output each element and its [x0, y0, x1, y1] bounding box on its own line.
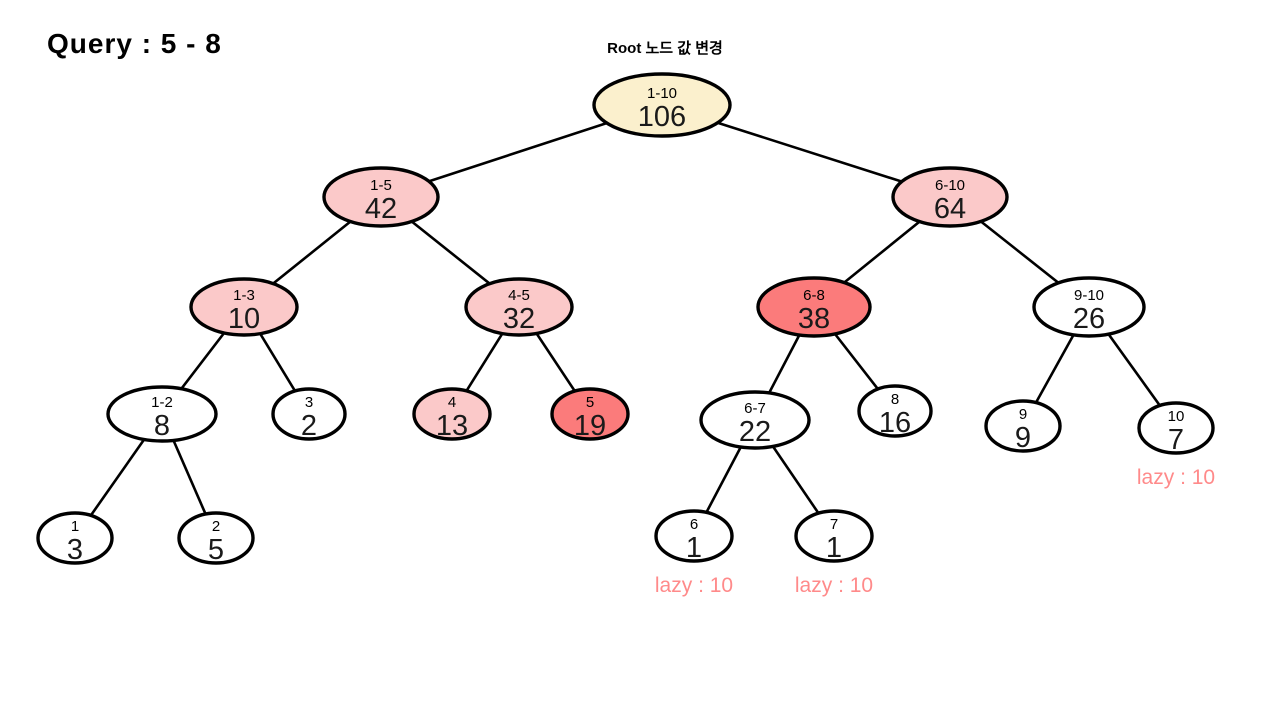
node-ellipse: [550, 387, 630, 441]
node-ellipse: [1137, 401, 1215, 455]
node-value: 1: [826, 532, 842, 564]
tree-node-8: 816: [857, 384, 933, 439]
node-value: 10: [228, 303, 260, 335]
node-ellipse: [271, 387, 347, 441]
node-ellipse: [36, 511, 114, 565]
node-ellipse: [106, 385, 218, 443]
tree-node-3: 32: [271, 387, 347, 442]
node-ellipse: [794, 509, 874, 563]
node-ellipse: [756, 276, 872, 338]
node-value: 5: [208, 534, 224, 566]
tree-node-9: 99: [984, 399, 1062, 454]
node-range-label: 1-10: [647, 85, 677, 102]
tree-node-1-3: 1-310: [189, 277, 299, 337]
node-ellipse: [654, 509, 734, 563]
node-ellipse: [592, 72, 732, 138]
tree-node-7: 71 lazy : 10: [794, 509, 874, 597]
node-value: 22: [739, 416, 771, 448]
node-ellipse: [857, 384, 933, 438]
tree-node-6-8: 6-838: [756, 276, 872, 338]
node-ellipse: [412, 387, 492, 441]
node-value: 1: [686, 532, 702, 564]
node-value: 16: [879, 407, 911, 439]
node-range-label: 6-8: [803, 287, 825, 304]
node-ellipse: [322, 166, 440, 228]
node-value: 7: [1168, 424, 1184, 456]
tree-node-2: 25: [177, 511, 255, 566]
lazy-value-label: lazy : 10: [1137, 466, 1215, 489]
node-value: 9: [1015, 422, 1031, 454]
diagram-title: Root 노드 값 변경: [607, 40, 723, 57]
node-value: 8: [154, 410, 170, 442]
node-value: 26: [1073, 303, 1105, 335]
node-range-label: 7: [830, 516, 838, 533]
node-range-label: 1: [71, 518, 79, 535]
node-value: 3: [67, 534, 83, 566]
node-ellipse: [984, 399, 1062, 453]
query-range-label: Query : 5 - 8: [47, 28, 222, 59]
node-ellipse: [177, 511, 255, 565]
node-ellipse: [1032, 276, 1146, 338]
node-value: 13: [436, 410, 468, 442]
node-ellipse: [464, 277, 574, 337]
node-range-label: 5: [586, 394, 594, 411]
node-range-label: 6: [690, 516, 698, 533]
node-range-label: 4: [448, 394, 456, 411]
node-range-label: 6-7: [744, 400, 766, 417]
tree-node-10: 107 lazy : 10: [1137, 401, 1215, 489]
node-value: 64: [934, 193, 966, 225]
node-value: 32: [503, 303, 535, 335]
node-range-label: 2: [212, 518, 220, 535]
node-range-label: 6-10: [935, 177, 965, 194]
node-ellipse: [891, 166, 1009, 228]
tree-node-5: 519: [550, 387, 630, 442]
node-range-label: 1-5: [370, 177, 392, 194]
node-value: 42: [365, 193, 397, 225]
node-range-label: 3: [305, 394, 313, 411]
node-value: 38: [798, 303, 830, 335]
node-value: 106: [638, 101, 686, 133]
node-value: 2: [301, 410, 317, 442]
tree-node-6-7: 6-722: [699, 390, 811, 450]
tree-node-6: 61 lazy : 10: [654, 509, 734, 597]
node-range-label: 9: [1019, 406, 1027, 423]
tree-node-1-5: 1-542: [322, 166, 440, 228]
tree-node-1: 13: [36, 511, 114, 566]
node-range-label: 10: [1168, 408, 1185, 425]
node-value: 19: [574, 410, 606, 442]
node-ellipse: [189, 277, 299, 337]
lazy-value-label: lazy : 10: [795, 574, 873, 597]
node-range-label: 1-3: [233, 287, 255, 304]
lazy-value-label: lazy : 10: [655, 574, 733, 597]
node-range-label: 4-5: [508, 287, 530, 304]
tree-node-4: 413: [412, 387, 492, 442]
node-range-label: 1-2: [151, 394, 173, 411]
tree-node-4-5: 4-532: [464, 277, 574, 337]
node-range-label: 9-10: [1074, 287, 1104, 304]
tree-node-1-2: 1-28: [106, 385, 218, 443]
node-range-label: 8: [891, 391, 899, 408]
node-ellipse: [699, 390, 811, 450]
